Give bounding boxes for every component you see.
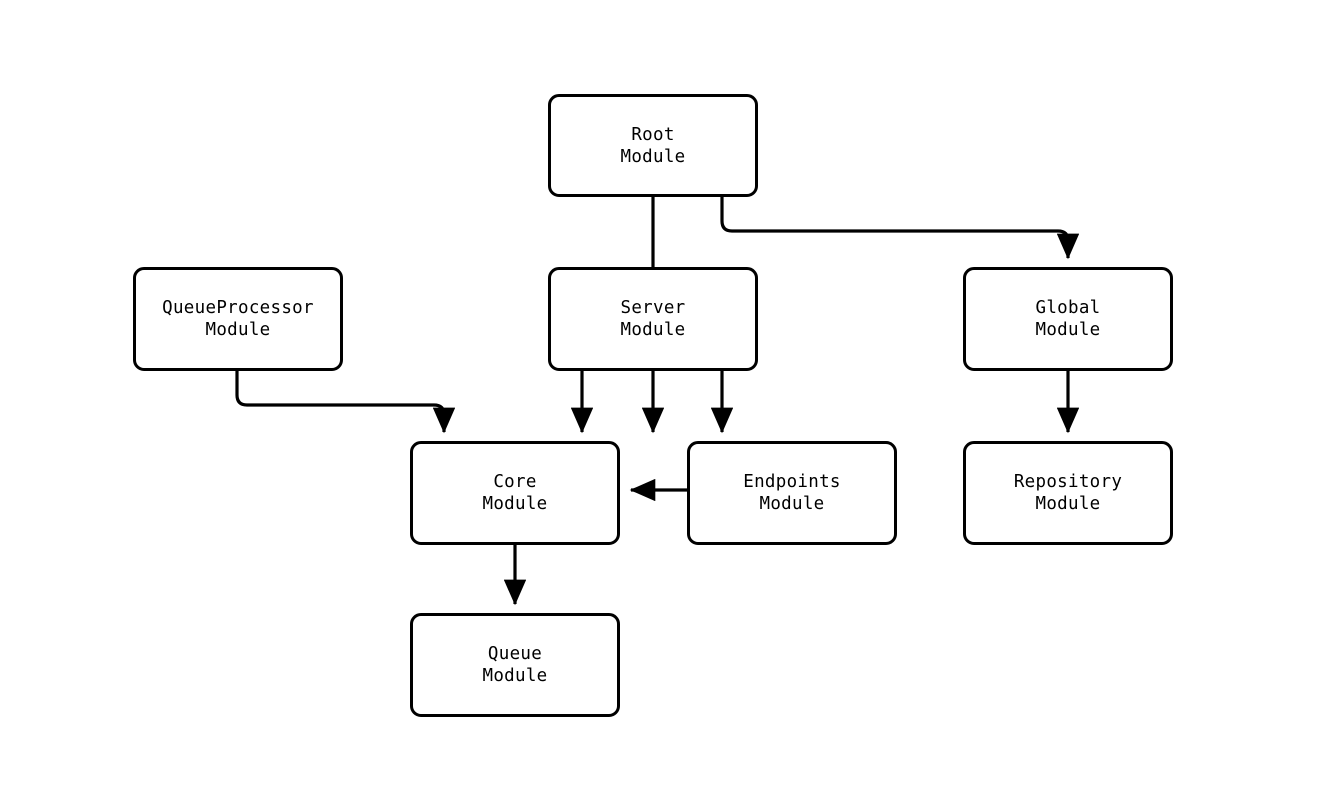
node-label-secondary: Module [482,666,548,686]
node-label-secondary: Module [620,320,686,340]
node-label-primary: Queue [487,644,543,664]
node-label-secondary: Module [205,320,271,340]
node-label-primary: Root [631,124,675,145]
node-label-primary: Endpoints [743,472,841,492]
node-label-secondary: Module [759,494,825,514]
node-label-secondary: Module [482,494,548,514]
node-label-primary: QueueProcessor [162,298,314,318]
edge-queueprocessor-to-core [235,371,456,434]
node-label-secondary: Module [1035,494,1101,514]
node-label-primary: Server [620,298,686,318]
node-label-secondary: Module [620,146,686,167]
node-label-primary: Repository [1013,472,1123,492]
node-label-primary: Core [493,472,537,492]
node-label-primary: Global [1035,298,1101,318]
node-label-secondary: Module [1035,320,1101,340]
edge-root-to-global [720,197,1080,260]
